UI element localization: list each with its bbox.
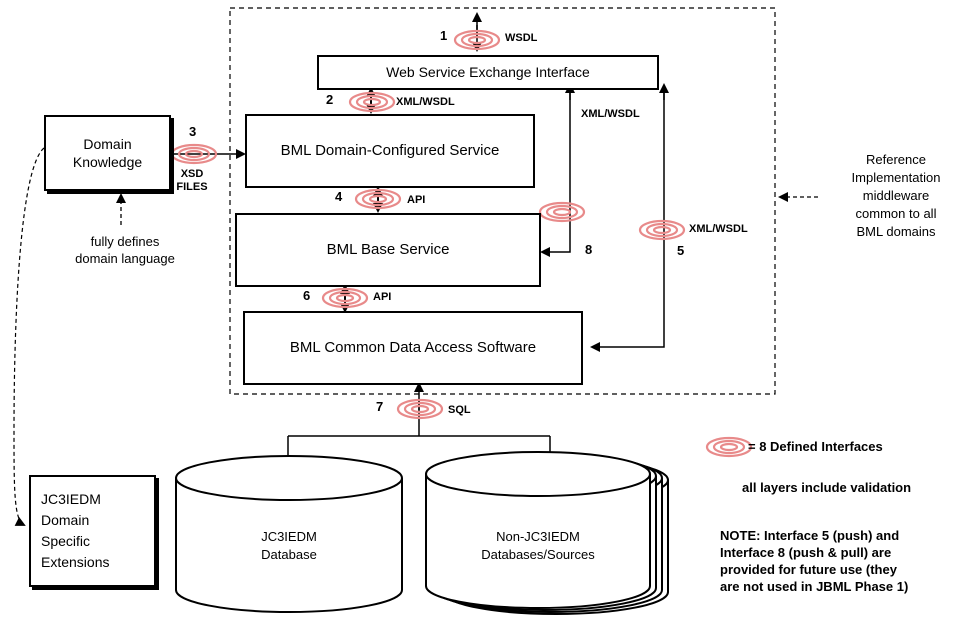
interface-2-label: XML/WSDL bbox=[396, 96, 455, 108]
reference-implementation-annotation: Reference Implementation middleware comm… bbox=[836, 151, 956, 241]
non-jc3iedm-database-line-2: Databases/Sources bbox=[481, 547, 595, 562]
interface-7-label: SQL bbox=[448, 404, 471, 416]
domain-extensions-connector bbox=[13, 147, 45, 526]
non-jc3iedm-database-label: Non-JC3IEDM Databases/Sources bbox=[468, 528, 608, 564]
interface-3-number: 3 bbox=[189, 124, 197, 139]
reference-impl-line-1: Reference bbox=[866, 152, 926, 167]
web-service-exchange-interface-box: Web Service Exchange Interface bbox=[317, 55, 659, 90]
interface-4-label: API bbox=[407, 194, 426, 206]
interface-5-ring-icon bbox=[638, 219, 686, 241]
bml-common-data-access-box: BML Common Data Access Software bbox=[243, 311, 583, 385]
interface-8-xml-wsdl-label: XML/WSDL bbox=[581, 108, 640, 120]
legend-note-line-2: Interface 8 (push & pull) are bbox=[720, 545, 892, 560]
bml-base-service-label: BML Base Service bbox=[326, 241, 450, 259]
extensions-line-4: Extensions bbox=[41, 554, 110, 570]
legend-note-line-1: NOTE: Interface 5 (push) and bbox=[720, 528, 900, 543]
interface-3-label-line-1: XSD bbox=[180, 168, 204, 180]
interface-8-ring-icon bbox=[538, 201, 586, 223]
interface-3-ring-icon bbox=[170, 143, 218, 165]
jc3iedm-database-cylinder bbox=[175, 455, 403, 613]
jc3iedm-database-line-1: JC3IEDM bbox=[261, 529, 317, 544]
fully-defines-line-2: domain language bbox=[75, 251, 175, 266]
interface-6-ring-icon bbox=[321, 287, 369, 309]
fully-defines-annotation: fully defines domain language bbox=[70, 233, 180, 267]
legend-note-line-3: provided for future use (they bbox=[720, 562, 897, 577]
reference-impl-line-4: common to all bbox=[855, 206, 937, 221]
interface-1-ring-icon bbox=[453, 29, 501, 51]
legend-validation: all layers include validation bbox=[742, 480, 912, 495]
interface-3-label-line-2: FILES bbox=[176, 181, 208, 193]
fully-defines-line-1: fully defines bbox=[90, 234, 160, 249]
interface-5-number: 5 bbox=[677, 243, 685, 258]
legend-note: NOTE: Interface 5 (push) and Interface 8… bbox=[720, 527, 908, 595]
interface-3-label: XSD FILES bbox=[172, 168, 212, 194]
domain-specific-extensions-box: JC3IEDM Domain Specific Extensions bbox=[29, 475, 156, 587]
jc3iedm-database-line-2: Database bbox=[261, 547, 317, 562]
extensions-line-2: Domain bbox=[41, 512, 90, 528]
reference-impl-line-5: BML domains bbox=[856, 224, 936, 239]
web-service-exchange-interface-label: Web Service Exchange Interface bbox=[386, 64, 590, 81]
interface-6-label: API bbox=[373, 291, 392, 303]
interface-7-ring-icon bbox=[396, 398, 444, 420]
interface-5-route bbox=[590, 88, 665, 352]
interface-7-number: 7 bbox=[376, 399, 384, 414]
reference-impl-line-3: middleware bbox=[862, 188, 930, 203]
bml-base-service-box: BML Base Service bbox=[235, 213, 541, 287]
interface-5-label: XML/WSDL bbox=[689, 223, 748, 235]
interface-2-ring-icon bbox=[348, 91, 396, 113]
non-jc3iedm-database-line-1: Non-JC3IEDM bbox=[496, 529, 580, 544]
interface-6-number: 6 bbox=[303, 288, 311, 303]
legend-defined-interfaces: = 8 Defined Interfaces bbox=[748, 439, 883, 454]
reference-impl-line-2: Implementation bbox=[851, 170, 941, 185]
bml-common-data-access-label: BML Common Data Access Software bbox=[289, 339, 537, 357]
domain-knowledge-line-1: Domain bbox=[83, 135, 132, 152]
interface-2-number: 2 bbox=[326, 92, 334, 107]
extensions-line-1: JC3IEDM bbox=[41, 491, 101, 507]
extensions-line-3: Specific bbox=[41, 533, 91, 549]
interface-4-ring-icon bbox=[354, 188, 402, 210]
domain-knowledge-box: Domain Knowledge bbox=[44, 115, 171, 191]
legend-note-line-4: are not used in JBML Phase 1) bbox=[720, 579, 909, 594]
non-jc3iedm-database-cylinders bbox=[425, 451, 669, 615]
middleware-boundary bbox=[229, 7, 776, 395]
jc3iedm-database-label: JC3IEDM Database bbox=[229, 528, 349, 564]
interface-8-route bbox=[540, 88, 571, 257]
interface-1-label: WSDL bbox=[505, 32, 538, 44]
domain-knowledge-line-2: Knowledge bbox=[72, 154, 143, 170]
interface-8-number: 8 bbox=[585, 242, 593, 257]
interface-4-number: 4 bbox=[335, 189, 343, 204]
interface-1-number: 1 bbox=[440, 28, 448, 43]
bml-domain-configured-service-label: BML Domain-Configured Service bbox=[280, 142, 500, 160]
bml-domain-configured-service-box: BML Domain-Configured Service bbox=[245, 114, 535, 188]
legend-ring-icon bbox=[705, 436, 753, 458]
